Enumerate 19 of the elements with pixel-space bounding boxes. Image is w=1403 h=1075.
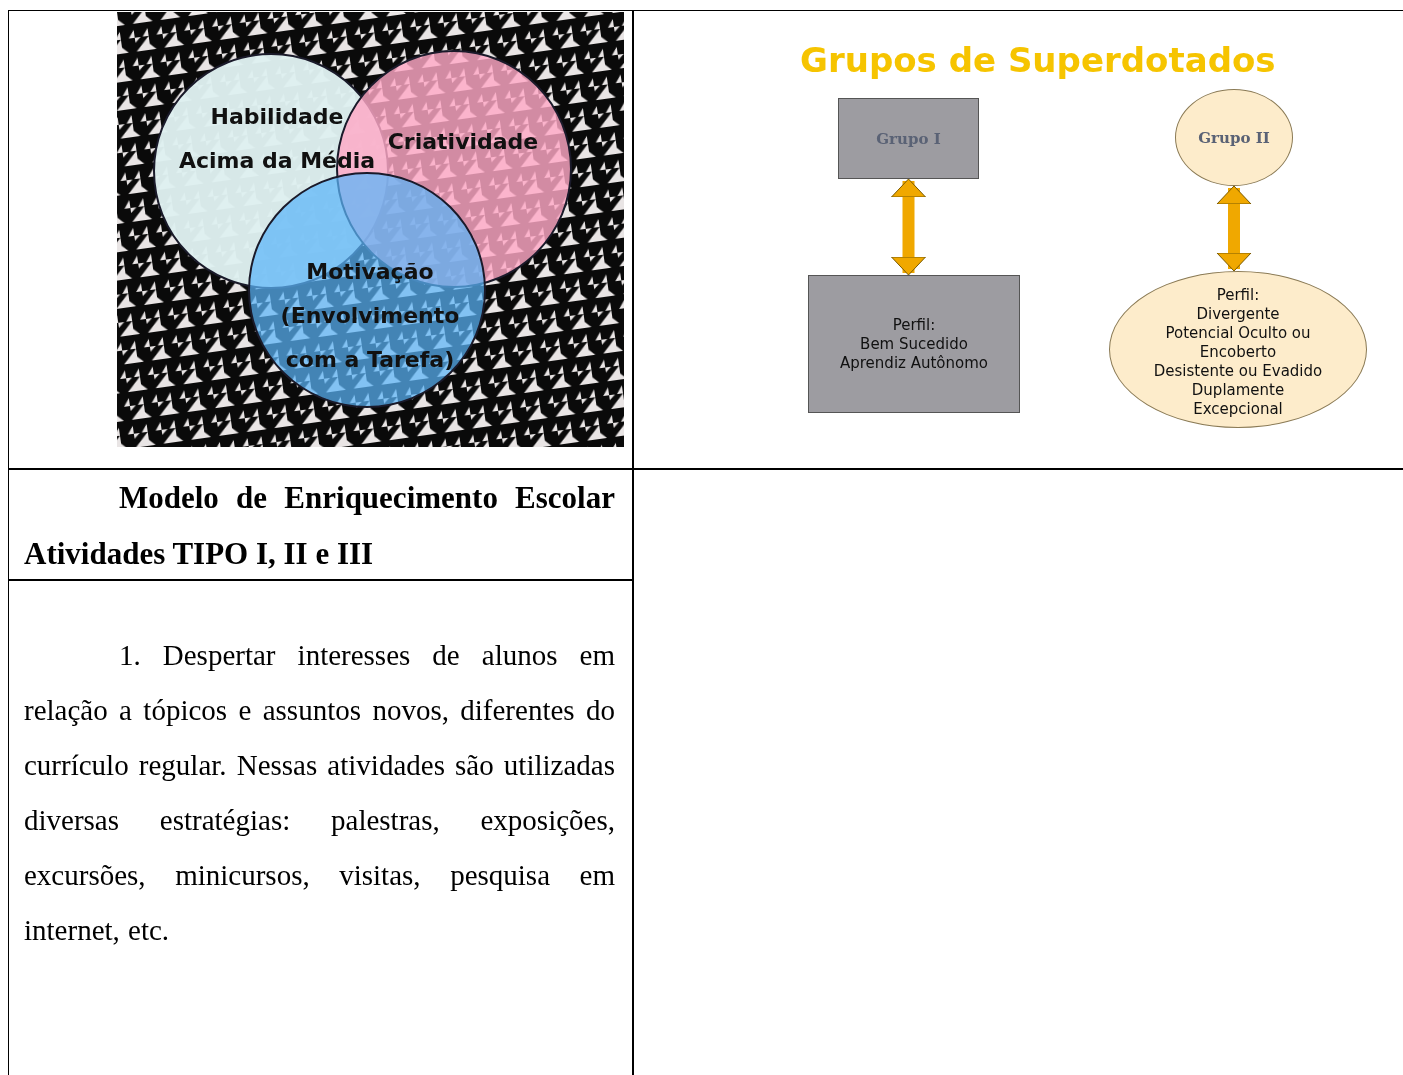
circle-label: Criatividade bbox=[386, 128, 540, 156]
profile-text: Desistente ou Evadido bbox=[1153, 362, 1323, 381]
group-label: Grupo I bbox=[876, 129, 941, 148]
group-label: Grupo II bbox=[1198, 128, 1270, 147]
profile-text: Bem Sucedido bbox=[860, 334, 968, 354]
figure-title: Grupos de Superdotados bbox=[800, 40, 1276, 80]
double-arrow bbox=[1216, 185, 1252, 272]
circle-label: Motivação (Envolvimento com a Tarefa) bbox=[279, 258, 461, 374]
body-paragraph: 1. Despertar interesses de alunos em relação a tópicos e assuntos novos, diferentes do currículo regular. Nessas atividades são utilizadas diversas estratégias: palestras, exposições, excursões, minicursos, visitas, pesquisa em internet, etc. bbox=[24, 638, 615, 948]
process-box bbox=[838, 98, 979, 179]
profile-text: Duplamente Excepcional bbox=[1190, 381, 1286, 419]
profile-text: Aprendiz Autônomo bbox=[840, 353, 988, 373]
section-heading: Modelo de Enriquecimento Escolar Atividades TIPO I, II e III bbox=[24, 479, 615, 573]
profile-text: Potencial Oculto ou Encoberto bbox=[1164, 324, 1312, 362]
profile-text: Perfil: bbox=[892, 315, 936, 335]
profile-text: Perfil: bbox=[1216, 286, 1260, 305]
process-box bbox=[808, 275, 1020, 413]
profile-text: Divergente bbox=[1196, 305, 1280, 324]
double-arrow bbox=[891, 178, 926, 276]
